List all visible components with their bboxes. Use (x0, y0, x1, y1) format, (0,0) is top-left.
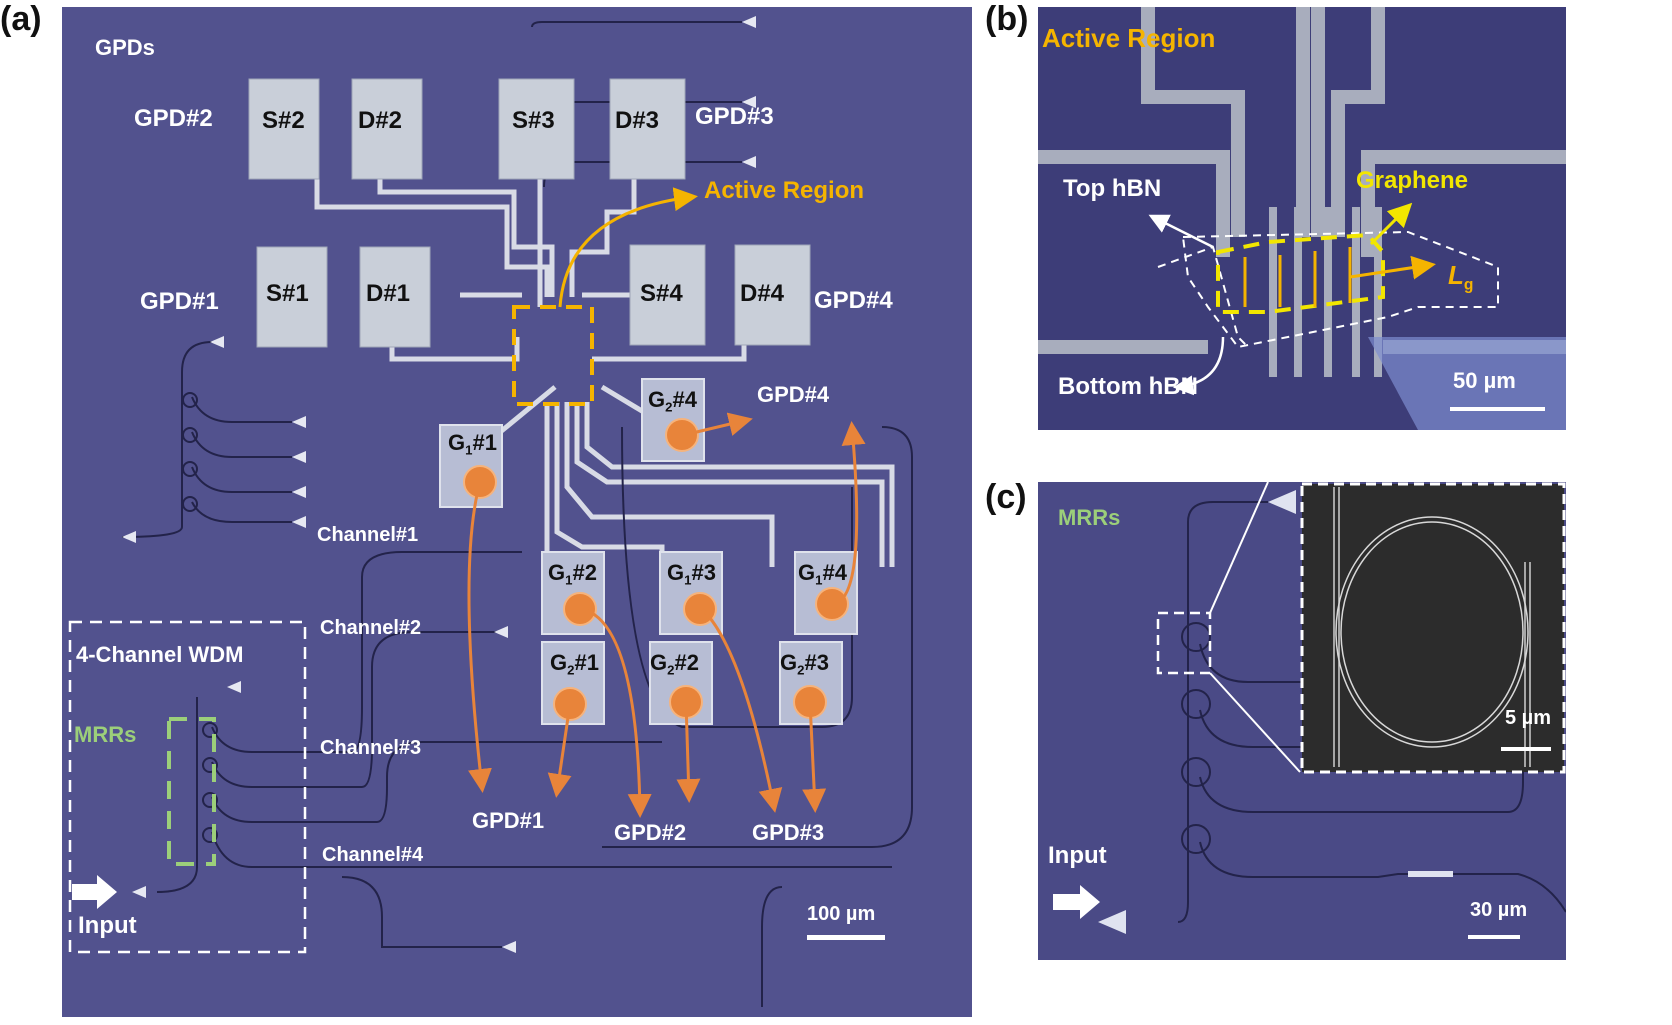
gate-g1-3: G1#3 (667, 560, 716, 588)
gate-g2-3: G2#3 (780, 650, 829, 678)
mrr-label-a: MRRs (74, 722, 137, 747)
channel-4-label: Channel#4 (322, 844, 424, 866)
top-hbn-arrow (1148, 214, 1214, 249)
mrr-rings-top (182, 392, 198, 512)
mrr-rings-wdm (202, 722, 218, 843)
gate-g2-4: G2#4 (648, 387, 697, 415)
gate-g1-2: G1#2 (548, 560, 597, 588)
zoom-source-box (1156, 611, 1212, 675)
gpd2-label: GPD#2 (134, 105, 213, 132)
metal-traces (314, 167, 895, 567)
input-label-a: Input (78, 912, 137, 939)
sem-inset (1300, 482, 1566, 774)
pad-s2: S#2 (262, 107, 305, 134)
panel-c-drawing (1053, 482, 1566, 939)
active-region-arrow (558, 187, 698, 308)
channel-3-label: Channel#3 (320, 737, 422, 759)
zoom-line-bottom (1209, 672, 1301, 773)
gpd3-label: GPD#3 (695, 103, 774, 130)
input-label-c: Input (1048, 842, 1107, 869)
panel-letter-c: (c) (985, 478, 1027, 516)
waveguide-taper (1368, 337, 1566, 430)
scale-bar-c (1468, 935, 1520, 939)
wdm-box (68, 620, 307, 954)
input-arrow-icon-c (1053, 885, 1100, 919)
lg-label: Lg (1448, 260, 1474, 294)
bright-segment (1408, 871, 1453, 877)
target-gpd4: GPD#4 (757, 382, 830, 407)
top-hbn-label: Top hBN (1063, 175, 1162, 202)
grating-couplers (122, 16, 756, 953)
panel-b-micrograph: Active Region Top hBN Bottom hBN Graphen… (1038, 7, 1566, 430)
sd-pads (248, 78, 811, 348)
pad-d4: D#4 (740, 280, 785, 307)
channel-2-label: Channel#2 (320, 617, 422, 639)
bottom-hbn-arrow (1173, 336, 1225, 396)
lg-arrow (1349, 255, 1436, 280)
gpd1-label: GPD#1 (140, 288, 219, 315)
graphene-outline (1216, 232, 1385, 314)
input-arrow-icon (72, 875, 117, 909)
scale-label-a: 100 µm (807, 903, 876, 925)
panel-a-drawing (68, 16, 913, 1007)
gate-g1-4: G1#4 (798, 560, 847, 588)
hbn-outlines (1157, 230, 1499, 349)
scale-bar-inset (1501, 747, 1551, 751)
active-region-label: Active Region (704, 177, 865, 204)
panel-letter-a: (a) (0, 0, 42, 38)
zoom-line-top (1209, 482, 1269, 614)
gpd4-label: GPD#4 (814, 287, 893, 314)
channel-length-arrows (1243, 247, 1352, 307)
panel-b-drawing (1038, 7, 1566, 430)
wdm-label: 4-Channel WDM (76, 642, 244, 667)
mrr-rings-c (1181, 622, 1211, 854)
scale-label-b: 50 µm (1453, 368, 1516, 393)
target-gpd1: GPD#1 (472, 808, 545, 833)
pad-s3: S#3 (512, 107, 555, 134)
panel-c-micrograph: MRRs Input 30 µm 5 µm (1038, 482, 1566, 960)
gate-g1-1: G1#1 (448, 430, 497, 458)
grating-coupler-in (1098, 910, 1126, 934)
active-region-box (512, 305, 594, 406)
panel-a-micrograph: GPDs GPD#2 GPD#1 GPD#3 GPD#4 S#2 D#2 S#3… (62, 7, 972, 1017)
scale-label-inset: 5 µm (1505, 707, 1551, 729)
mrr-label-c: MRRs (1058, 505, 1121, 530)
target-gpd3: GPD#3 (752, 820, 825, 845)
target-gpd2: GPD#2 (614, 820, 687, 845)
gpds-title: GPDs (95, 35, 155, 60)
graphene-arrow (1369, 202, 1413, 246)
channel-1-label: Channel#1 (317, 524, 419, 546)
bottom-hbn-label: Bottom hBN (1058, 373, 1198, 400)
pad-s4: S#4 (640, 280, 683, 307)
scale-bar-a (807, 935, 885, 940)
gate-g2-2: G2#2 (650, 650, 699, 678)
pad-d3: D#3 (615, 107, 660, 134)
scale-bar-b (1450, 407, 1545, 411)
scale-label-c: 30 µm (1470, 899, 1528, 921)
mrr-box (167, 717, 216, 866)
gate-g2-1: G2#1 (550, 650, 599, 678)
grating-coupler-out (1268, 490, 1296, 514)
graphene-label: Graphene (1356, 167, 1469, 194)
pad-s1: S#1 (266, 280, 309, 307)
active-region-title: Active Region (1042, 23, 1216, 53)
pad-d2: D#2 (358, 107, 403, 134)
panel-letter-b: (b) (985, 0, 1029, 38)
pad-d1: D#1 (366, 280, 411, 307)
gate-routing-arrows (467, 412, 866, 818)
